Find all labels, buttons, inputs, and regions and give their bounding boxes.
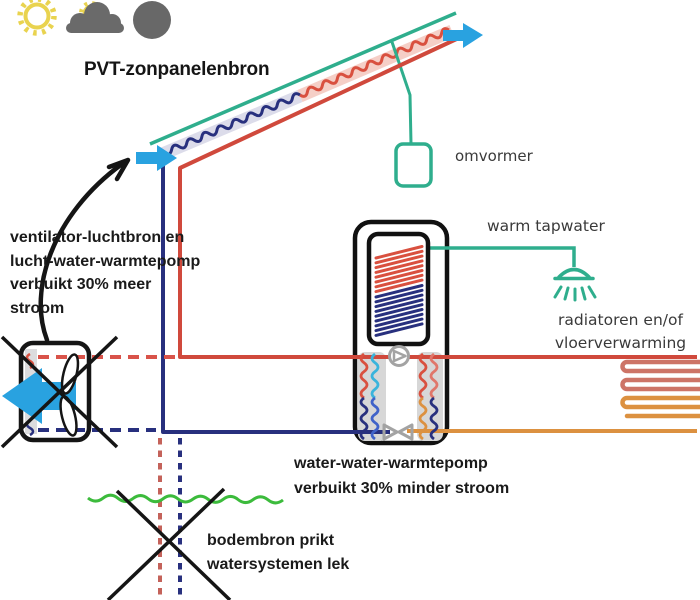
big-flow-arrow-icon: [2, 368, 76, 424]
valve-icon: [382, 423, 414, 441]
sky-icons: [17, 0, 171, 39]
dark-circle-icon: [133, 1, 171, 39]
floor-heating-coil: [620, 359, 700, 419]
flow-arrow-right-icon: [443, 23, 483, 48]
inverter-line: [390, 41, 413, 145]
inverter-label: omvormer: [455, 147, 533, 165]
curved-arrow-icon: [38, 157, 131, 343]
water-water-note: water-water-warmtepomp verbuikt 30% mind…: [294, 455, 510, 497]
panel-coil-cold: [163, 92, 301, 156]
radiators-label: radiatoren en/of vloerverwarming: [554, 311, 687, 352]
panel-coil-hot: [299, 27, 450, 98]
panel-glass-line: [149, 11, 457, 146]
cross-out-ground: [106, 487, 232, 600]
ground-surface-line: [87, 493, 284, 505]
ground-source-note: bodembron prikt watersystemen lek: [207, 532, 350, 573]
pump-icon: [388, 345, 410, 367]
cold-return-pipe: [161, 155, 390, 434]
exchanger-coils: [359, 352, 439, 441]
air-heatpump-unit: [2, 340, 178, 443]
shower-icon: [553, 267, 597, 302]
tapwater-pipe: [428, 246, 576, 267]
hot-tapwater-label: warm tapwater: [487, 217, 605, 235]
inverter-box: [394, 142, 433, 188]
page-title: PVT-zonpanelenbron: [84, 59, 270, 80]
condenser-strip-right: [417, 352, 443, 441]
air-source-note: ventilator-luchtbron en lucht-water-warm…: [10, 229, 201, 317]
tank-coil-hot: [374, 245, 424, 294]
pvt-panel: [149, 11, 457, 161]
flow-arrow-left-icon: [136, 145, 177, 171]
tank-coil-cold: [374, 284, 424, 337]
hot-supply-pipe: [178, 34, 697, 359]
cloud-icon: [66, 2, 124, 33]
cross-out-air-unit: [0, 335, 119, 449]
sun-icon: [17, 0, 57, 36]
